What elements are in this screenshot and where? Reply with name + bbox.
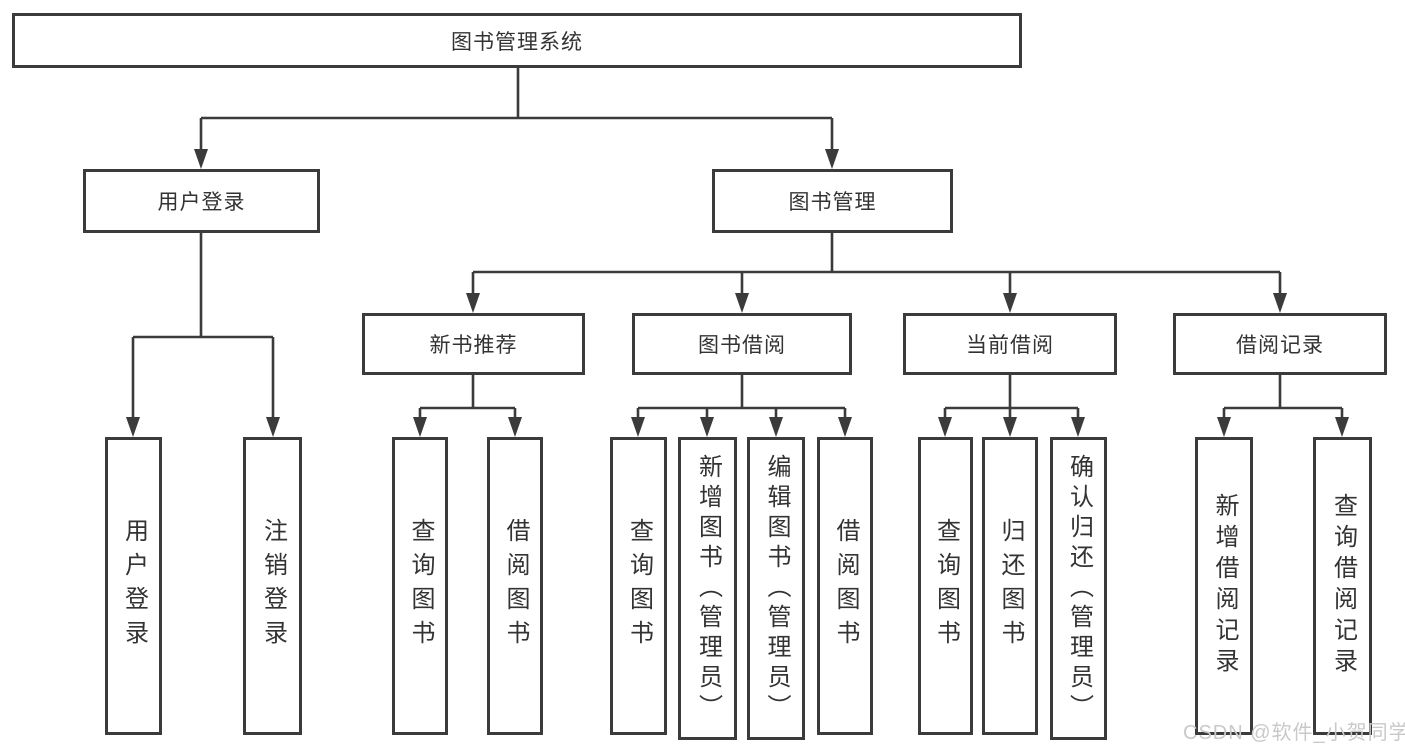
leaf-query-book-borrow: 查询图书 — [610, 437, 667, 735]
node-book-borrowing: 图书借阅 — [632, 313, 852, 375]
leaf-logout: 注销登录 — [243, 437, 302, 735]
node-new-book-recommendation: 新书推荐 — [362, 313, 585, 375]
node-current-borrowing: 当前借阅 — [903, 313, 1117, 375]
leaf-confirm-return-admin: 确认归还（管理员） — [1050, 437, 1107, 740]
node-user-login: 用户登录 — [83, 169, 320, 233]
node-borrowing-records: 借阅记录 — [1173, 313, 1387, 375]
leaf-query-book-newrec: 查询图书 — [392, 437, 448, 735]
leaf-user-login: 用户登录 — [105, 437, 162, 735]
leaf-return-book: 归还图书 — [982, 437, 1038, 735]
node-book-management: 图书管理 — [712, 169, 953, 233]
leaf-borrow-book-newrec: 借阅图书 — [487, 437, 543, 735]
leaf-borrow-book-borrow: 借阅图书 — [817, 437, 873, 735]
node-library-management-system: 图书管理系统 — [12, 13, 1022, 68]
connector-paths — [131, 68, 1344, 420]
arrowheads — [126, 149, 1349, 437]
leaf-add-borrow-record: 新增借阅记录 — [1195, 437, 1253, 735]
leaf-query-book-current: 查询图书 — [918, 437, 973, 735]
csdn-watermark: CSDN @软件_小贺同学 — [1183, 722, 1405, 744]
leaf-add-book-admin: 新增图书（管理员） — [678, 437, 737, 740]
leaf-query-borrow-record: 查询借阅记录 — [1313, 437, 1372, 735]
leaf-edit-book-admin: 编辑图书（管理员） — [747, 437, 805, 740]
